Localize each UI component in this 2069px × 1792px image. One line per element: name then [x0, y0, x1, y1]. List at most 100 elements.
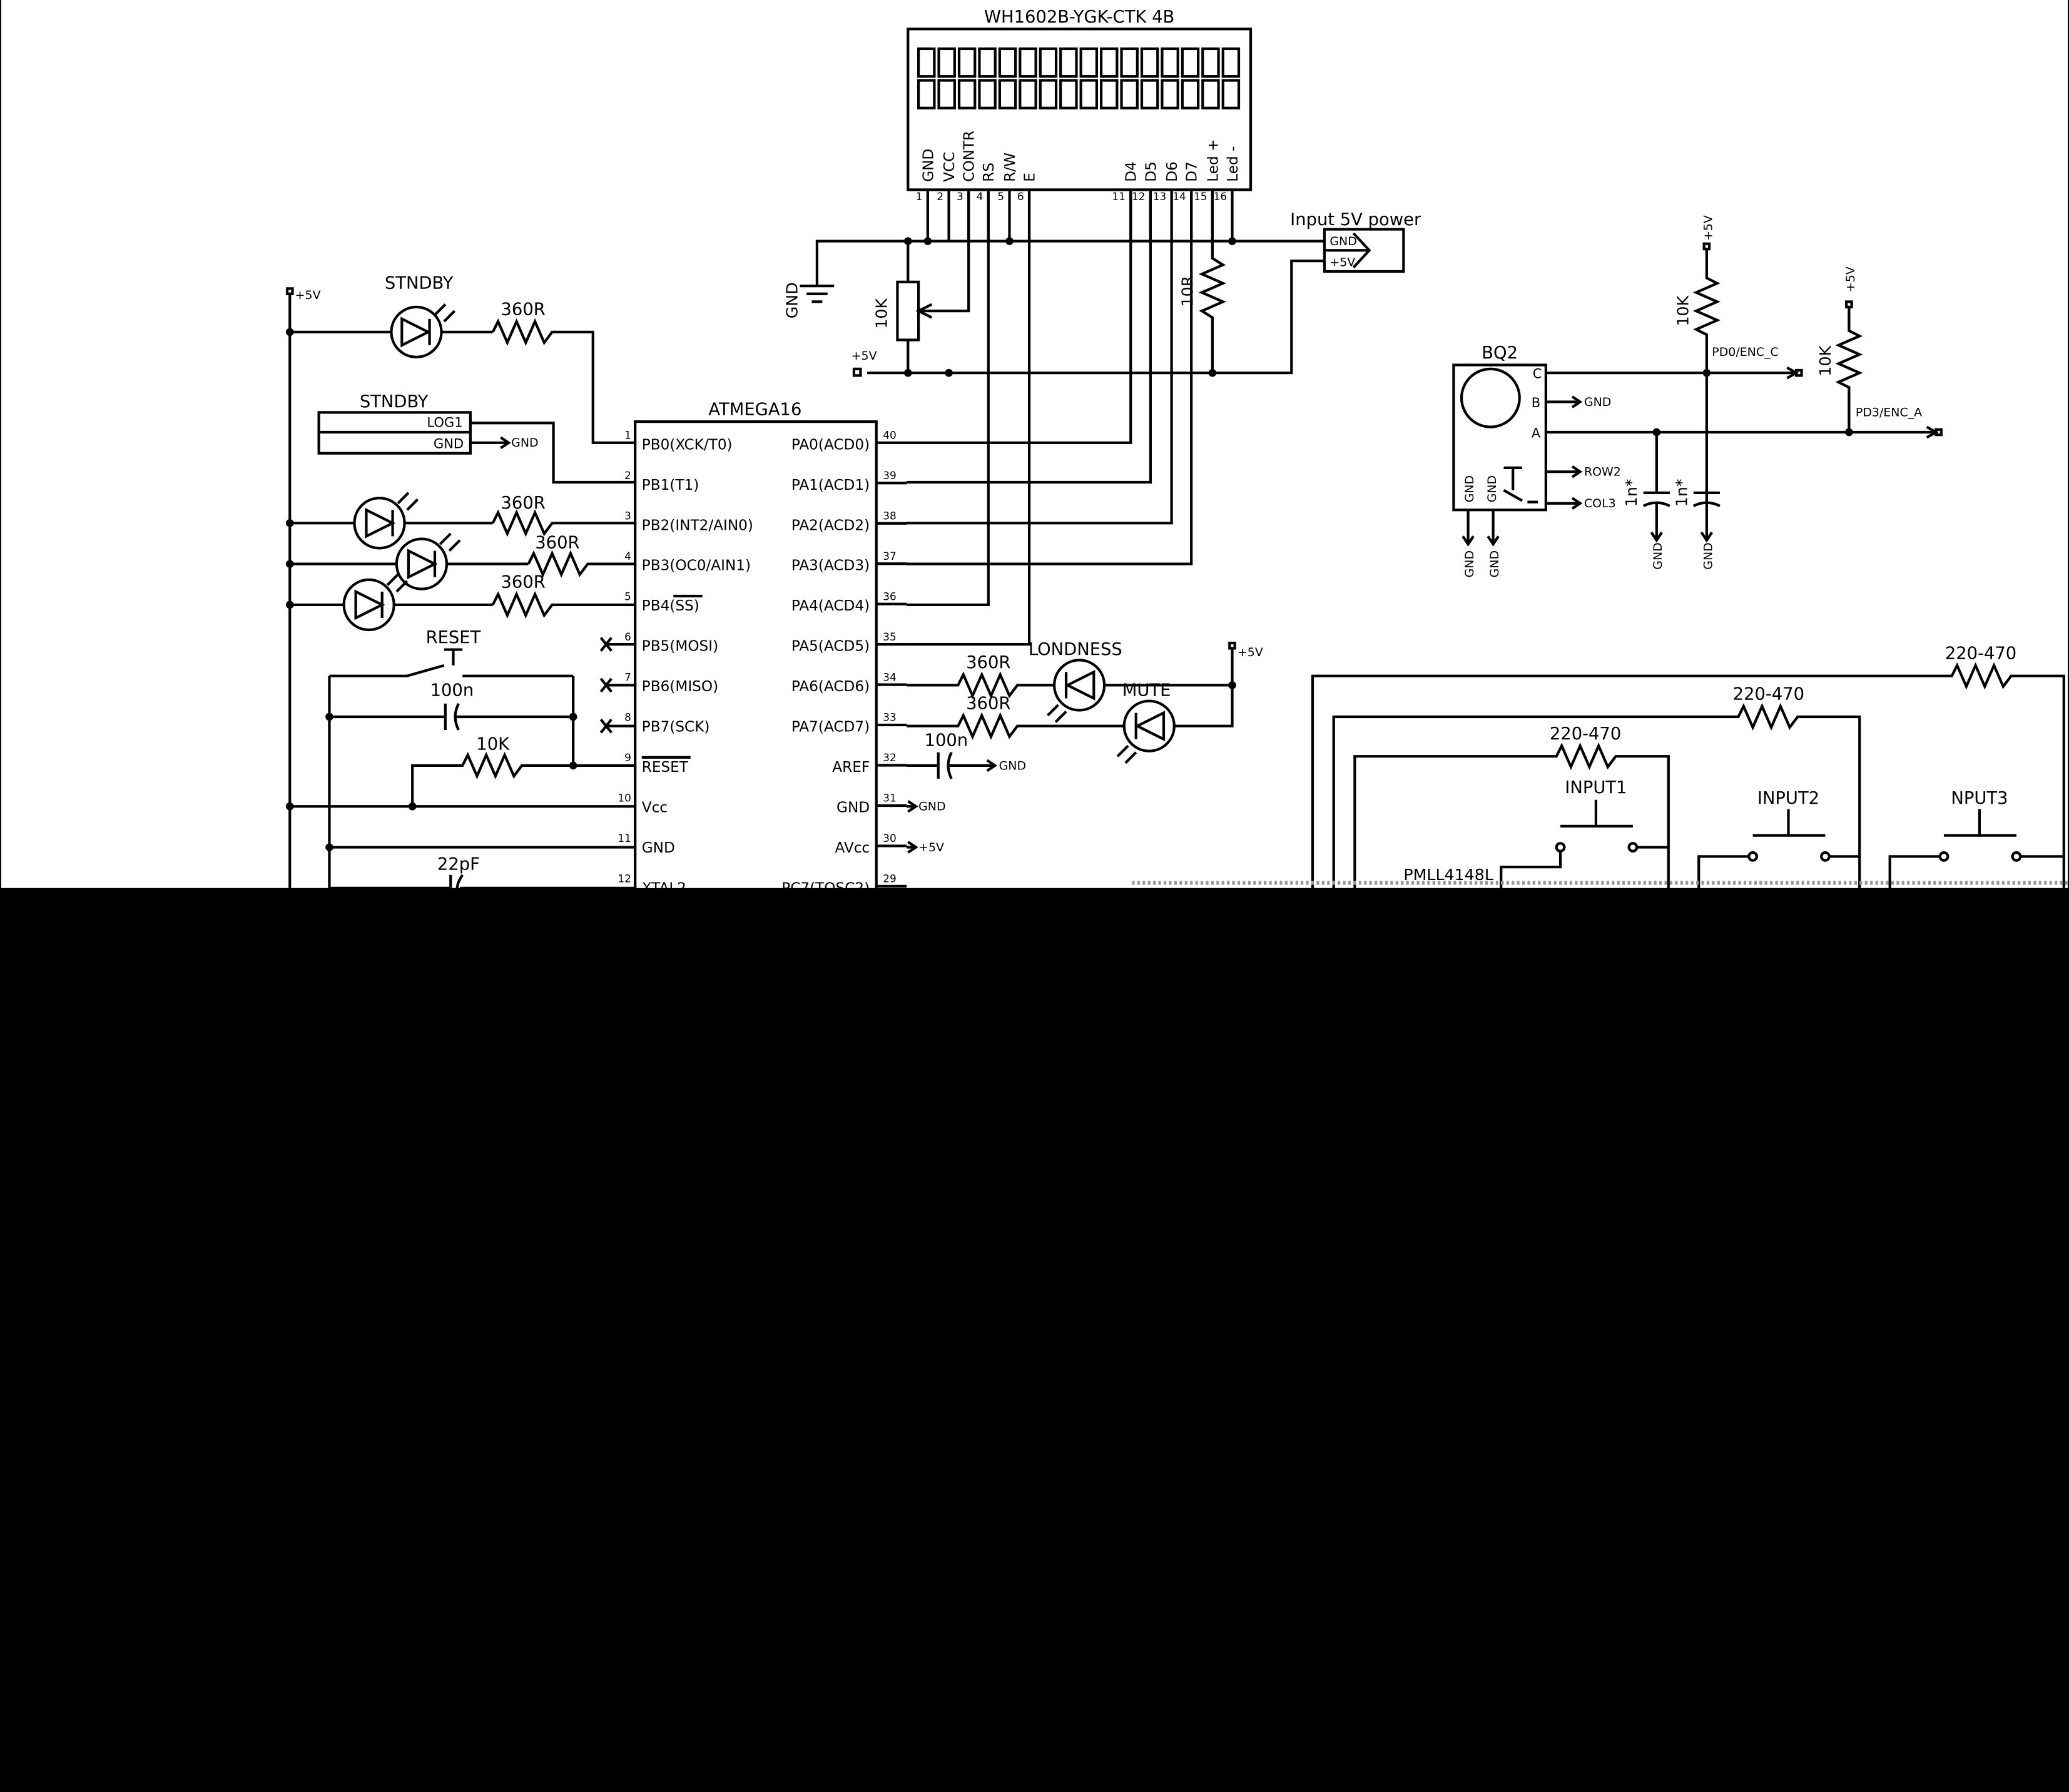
mcu-pin-number: 33 — [883, 711, 896, 724]
lcd-cell — [1201, 47, 1220, 78]
input3-label: NPUT3 — [1951, 789, 2008, 808]
encoder-pin-a: A — [1532, 425, 1541, 440]
lcd-cell — [917, 79, 936, 109]
pullup-enc-c: +5V 10K — [1674, 215, 1721, 543]
stndby-led: STNDBY — [290, 273, 493, 358]
input1-label: INPUT1 — [1565, 778, 1627, 797]
lcd-pin-label: D7 — [1184, 161, 1201, 182]
encoder-pin-gnd-1: GND — [1463, 475, 1477, 502]
lcd-cell — [978, 47, 997, 78]
lcd-pin-label: RS — [980, 163, 997, 182]
lcd-pin-number: 14 — [1172, 190, 1186, 203]
lcd-cell — [957, 47, 977, 78]
p5v-rail-left: +5V — [285, 287, 331, 888]
p5v-label: +5V — [851, 349, 877, 363]
lcd-pin-label: VCC — [941, 152, 958, 182]
lcd-cell — [957, 79, 977, 109]
xtal-capacitor-label: 22pF — [437, 854, 480, 874]
no-connect-markers — [599, 637, 636, 734]
stndby-gnd-port: GND — [511, 436, 538, 450]
mcu-atmega16: ATMEGA16 1PB0(XCK/T0)2PB1(T1)3PB2(INT2/A… — [618, 400, 907, 898]
backlight-resistor: 10R — [1178, 192, 1227, 373]
mcu-pin-number: 36 — [883, 590, 896, 602]
input-resistor-1-label: 220-470 — [1550, 724, 1621, 744]
black-area — [1, 888, 2068, 1792]
lcd-cell — [1140, 79, 1159, 109]
mcu-pin-label: PA6(ACD6) — [791, 678, 870, 695]
mcu-pin-number: 35 — [883, 630, 896, 643]
pullup-enc-c-label: 10K — [1674, 295, 1692, 326]
p5v-port-pot: +5V — [851, 349, 877, 377]
encoder-gnd-leg-1: GND — [1463, 550, 1477, 577]
lcd-pin-number: 16 — [1214, 190, 1227, 203]
enc-cap-a-label: 1n* — [1622, 479, 1640, 507]
stndby-pin-gnd: GND — [434, 435, 464, 451]
col3-label: COL3 — [1584, 497, 1616, 510]
aref-gnd-port: GND — [999, 759, 1026, 772]
input-resistor-3-label: 220-470 — [1945, 644, 2016, 663]
mcu-pin-number: 34 — [883, 671, 896, 683]
mcu-pin-number: 11 — [618, 832, 631, 844]
lcd-pin-number: 12 — [1132, 190, 1145, 203]
mcu-pin-number: 37 — [883, 550, 896, 562]
pullup-enc-a-5v: +5V — [1844, 266, 1858, 292]
mcu-pin-label: PB5(MOSI) — [642, 638, 718, 655]
londness-label: LONDNESS — [1029, 640, 1122, 659]
mcu-pin-label: XTAL2 — [642, 879, 686, 896]
backlight-resistor-label: 10R — [1178, 276, 1196, 307]
enc-cap-c-gnd: GND — [1701, 542, 1715, 569]
lcd-cell — [1039, 47, 1058, 78]
lcd-pin-label: CONTR — [961, 131, 978, 182]
lcd-pin-label: Led - — [1224, 146, 1241, 182]
resistor-stndby-label: 360R — [501, 300, 545, 319]
mcu-right-pins: 40PA0(ACD0)39PA1(ACD1)38PA2(ACD2)37PA3(A… — [781, 429, 907, 896]
reset-button: RESET — [329, 628, 574, 677]
xtal-capacitor: 22pF — [329, 854, 636, 889]
encoder-pin-gnd-2: GND — [1485, 475, 1499, 502]
mcu-pin-number: 10 — [618, 792, 631, 804]
lcd-cell — [1201, 79, 1220, 109]
lcd-cell — [1221, 79, 1241, 109]
power-pin-5v: +5V — [1329, 256, 1355, 270]
mcu-pin-number: 1 — [624, 429, 631, 442]
stndby-connector-title: STNDBY — [360, 392, 429, 412]
enc-cap-a-gnd: GND — [1651, 542, 1665, 569]
lcd-pin-label: R/W — [1002, 153, 1019, 182]
junction-dots — [285, 237, 1853, 851]
input3-button: NPUT3 — [1888, 789, 2064, 888]
lcd-pin-number: 1 — [916, 190, 923, 203]
mcu-pin-number: 7 — [624, 671, 631, 683]
mcu-pin-label: PA2(ACD2) — [791, 517, 870, 534]
pullup-enc-a-label: 10K — [1816, 345, 1834, 376]
lcd-pin-number: 11 — [1112, 190, 1125, 203]
lcd-cell — [1079, 47, 1099, 78]
lcd-cell — [998, 79, 1017, 109]
resistor-pb3-label: 360R — [535, 533, 579, 552]
enc-cap-c: 1n* GND — [1672, 479, 1721, 570]
lcd-cell — [1161, 47, 1179, 78]
lcd-title: WH1602B-YGK-CTK 4B — [984, 8, 1174, 27]
mcu-pin-label: PA1(ACD1) — [791, 477, 870, 494]
lcd-pin-number: 4 — [977, 190, 984, 203]
mcu-pin-number: 38 — [883, 509, 896, 522]
mcu-pin-label: PA5(ACD5) — [791, 638, 870, 655]
lcd-cell — [1161, 79, 1179, 109]
londness-led: LONDNESS 360R — [907, 640, 1233, 723]
mcu-pin-label: PB0(XCK/T0) — [642, 436, 733, 453]
mute-p5v-label: +5V — [1238, 645, 1263, 659]
encoder-bq2: BQ2 C B A GND GND — [1452, 343, 1547, 512]
led-pb3: 360R — [290, 532, 636, 590]
mcu-left-pins: 1PB0(XCK/T0)2PB1(T1)3PB2(INT2/AIN0)4PB3(… — [618, 429, 753, 897]
mute-led: MUTE 360R +5V — [907, 641, 1263, 764]
lcd-cell — [1059, 79, 1078, 109]
mcu-pin-number: 6 — [624, 630, 631, 643]
mcu-avcc-port: +5V — [907, 841, 944, 854]
mcu-pin-number: 40 — [883, 429, 896, 442]
reset-pullup: 10K — [411, 735, 636, 807]
mcu-pin-label: PA0(ACD0) — [791, 436, 870, 453]
mcu-pin-label: PB6(MISO) — [642, 678, 718, 695]
lcd-cell — [937, 47, 956, 78]
lcd-pin-number: 13 — [1153, 190, 1166, 203]
mcu-pin-number: 12 — [618, 873, 631, 885]
